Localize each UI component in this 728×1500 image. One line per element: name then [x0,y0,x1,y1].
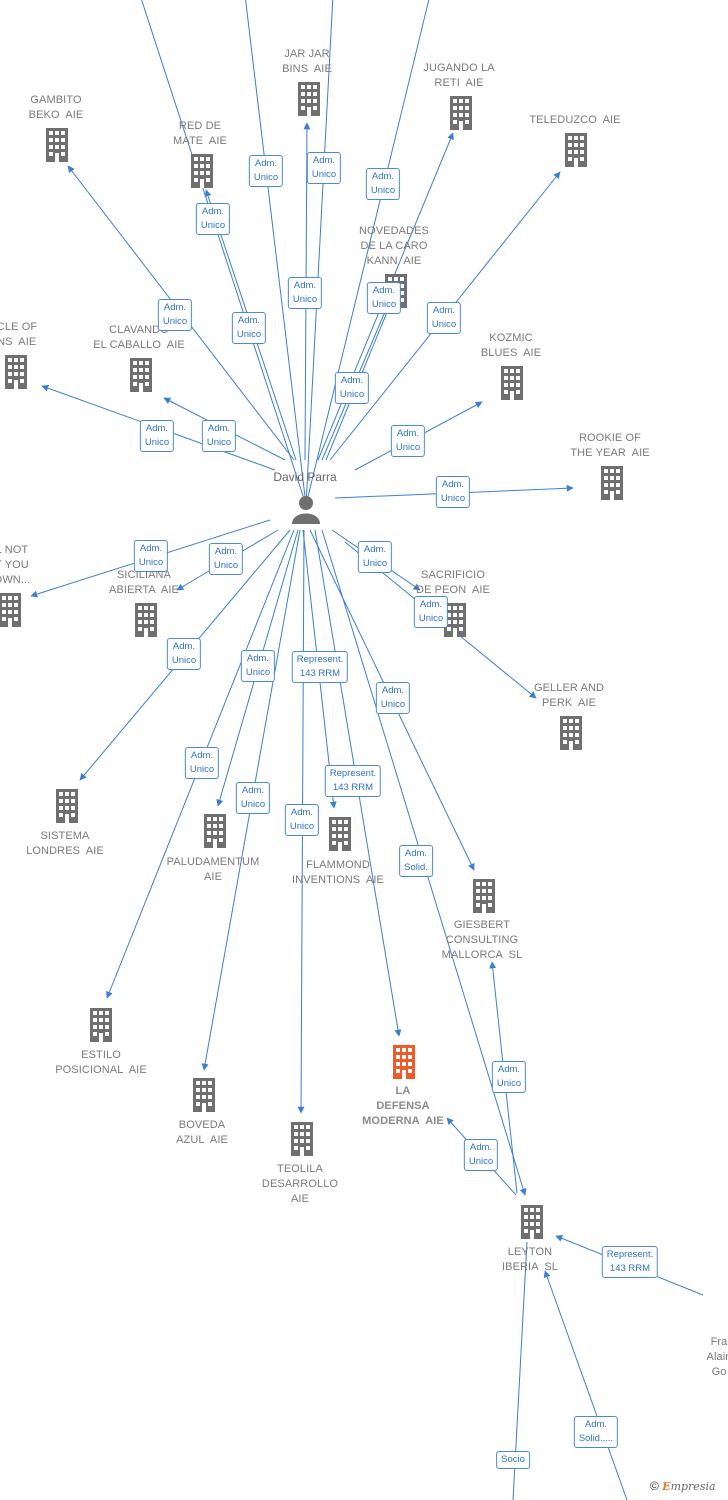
building-icon[interactable] [204,814,226,848]
building-icon[interactable] [56,789,78,823]
relation-badge[interactable]: Adm. Unico [139,420,175,452]
relation-badge[interactable]: Adm. Unico [240,650,276,682]
building-icon[interactable] [521,1205,543,1239]
building-icon[interactable] [90,1008,112,1042]
company-label-siciliana[interactable]: SICILIANA ABIERTA AIE [109,569,179,596]
company-label-gambito[interactable]: GAMBITO BEKO AIE [28,94,84,121]
building-icon[interactable] [501,366,523,400]
relation-badge[interactable]: Socio [496,1451,530,1469]
company-label-jugando[interactable]: JUGANDO LA RETI AIE [423,62,495,89]
building-icon[interactable] [193,1078,215,1112]
relation-badge[interactable]: Adm. Solid. [399,845,433,877]
relation-edge [245,0,307,506]
company-label-flammond[interactable]: FLAMMOND INVENTIONS AIE [292,859,384,886]
building-icon[interactable] [601,466,623,500]
relation-badge[interactable]: Represent. 143 RRM [324,765,382,797]
relation-badge[interactable]: Adm. Unico [133,540,169,572]
relation-badge[interactable]: Adm. Unico [435,476,471,508]
relation-badge[interactable]: Adm. Unico [201,420,237,452]
relation-badge[interactable]: Adm. Unico [208,543,244,575]
relation-badge[interactable]: Adm. Unico [235,782,271,814]
company-label-notyou[interactable]: L NOT T YOU OWN... [0,544,31,586]
building-icon[interactable] [0,593,21,627]
relation-badge[interactable]: Adm. Unico [390,425,426,457]
company-label-kozmic[interactable]: KOZMIC BLUES AIE [480,332,542,359]
relation-badge[interactable]: Adm. Unico [166,638,202,670]
company-label-jarjar[interactable]: JAR JAR BINS AIE [282,48,332,75]
building-icon[interactable] [46,128,68,162]
relation-badge[interactable]: Adm. Unico [184,747,220,779]
company-label-redmate[interactable]: RED DE MATE AIE [173,120,227,147]
relation-badge[interactable]: Adm. Unico [375,682,411,714]
relation-badge[interactable]: Adm. Unico [491,1061,527,1093]
building-icon[interactable] [135,603,157,637]
relation-badge[interactable]: Adm. Unico [365,168,401,200]
relation-badge[interactable]: Adm. Unico [157,299,193,331]
company-label-clavando[interactable]: CLAVANDO EL CABALLO AIE [93,324,185,351]
building-icon[interactable] [298,82,320,116]
company-label-novedades[interactable]: NOVEDADES DE LA CARO KANN AIE [359,225,429,267]
company-label-teolila[interactable]: TEOLILA DESARROLLO AIE [261,1163,339,1205]
company-label-leyton[interactable]: LEYTON IBERIA SL [501,1246,559,1273]
relation-badge[interactable]: Adm. Solid.,... [573,1416,619,1448]
relation-badge[interactable]: Adm. Unico [366,282,402,314]
relation-badge[interactable]: Adm. Unico [231,312,267,344]
center-person-label[interactable]: David Parra [273,470,337,484]
relation-edge [141,0,307,506]
relation-badge[interactable]: Adm. Unico [334,372,370,404]
building-icon[interactable] [329,817,351,851]
building-icon[interactable] [291,1122,313,1156]
building-icon[interactable] [393,1045,415,1079]
relation-edge [543,1270,628,1500]
building-icon[interactable] [191,154,213,188]
building-icon[interactable] [473,879,495,913]
relation-badge[interactable]: Adm. Unico [426,302,462,334]
relation-badge[interactable]: Adm. Unico [248,155,284,187]
relation-badge[interactable]: Adm. Unico [357,541,393,573]
building-icon[interactable] [130,358,152,392]
footer-brand: © Empresia [650,1479,716,1493]
company-label-teleduzco[interactable]: TELEDUZCO AIE [529,114,621,126]
relation-badge[interactable]: Adm. Unico [306,152,342,184]
relation-badge[interactable]: Adm. Unico [463,1139,499,1171]
relation-badge[interactable]: Adm. Unico [284,804,320,836]
building-icon[interactable] [560,716,582,750]
company-label-sacrificio[interactable]: SACRIFICIO DE PEON AIE [416,569,490,596]
company-label-defensa[interactable]: LA DEFENSA MODERNA AIE [362,1085,444,1127]
relation-badge[interactable]: Adm. Unico [195,203,231,235]
building-icon[interactable] [565,133,587,167]
person-icon[interactable] [292,496,320,524]
relation-badge[interactable]: Adm. Unico [287,277,323,309]
company-label-boveda[interactable]: BOVEDA AZUL AIE [176,1119,228,1146]
relation-edge [305,0,430,506]
relation-badge[interactable]: Adm. Unico [413,596,449,628]
relation-badge[interactable]: Represent. 143 RRM [601,1246,659,1278]
copyright-symbol: © [650,1479,659,1493]
relation-badge[interactable]: Represent. 143 RRM [291,651,349,683]
company-label-rookie[interactable]: ROOKIE OF THE YEAR AIE [570,432,650,459]
brand-logo: Empresia [662,1480,716,1493]
relation-edge [305,0,334,506]
company-label-geller[interactable]: GELLER AND PERK AIE [533,682,605,709]
building-icon[interactable] [450,96,472,130]
building-icon[interactable] [5,355,27,389]
company-label-fra[interactable]: Fra Alain Go [706,1336,728,1378]
company-label-paludamentum[interactable]: PALUDAMENTUM AIE [166,856,260,883]
company-label-circle[interactable]: RCLE OF ANS AIE [0,321,38,348]
company-label-estilo[interactable]: ESTILO POSICIONAL AIE [55,1049,147,1076]
company-label-giesbert[interactable]: GIESBERT CONSULTING MALLORCA SL [441,919,523,961]
company-label-sistema[interactable]: SISTEMA LONDRES AIE [26,830,104,857]
